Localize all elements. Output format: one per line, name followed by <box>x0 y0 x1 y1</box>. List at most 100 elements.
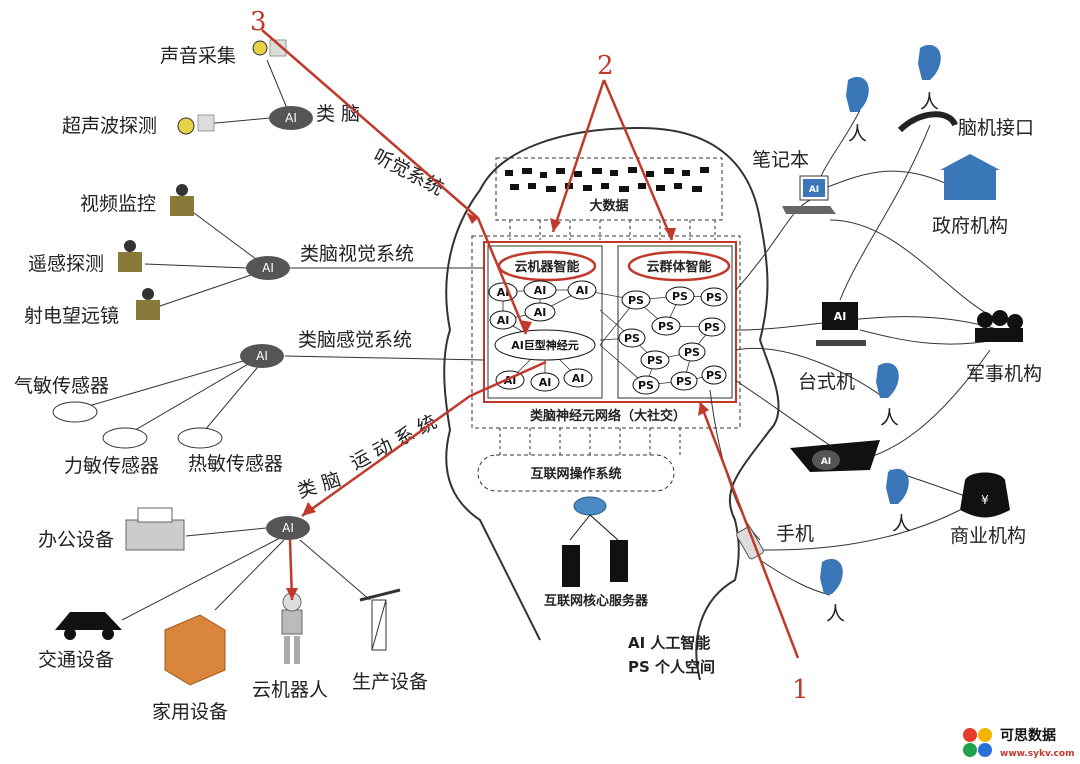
cloud-machine-box <box>487 245 603 399</box>
watermark-url: www.sykv.com <box>1000 749 1074 759</box>
microphone-icon <box>252 39 287 57</box>
cloud-machine-label: 云机器智能 <box>514 259 579 275</box>
ai-hearing-label: AI <box>285 111 297 125</box>
cloud-group-label: 云群体智能 <box>646 259 711 275</box>
link-sense-center <box>284 355 485 361</box>
ps-node: PS <box>638 379 654 392</box>
hearing-system-b: 听觉系统 <box>370 145 447 200</box>
legend-ps: PS 个人空间 <box>628 658 715 676</box>
bci-label: 脑机接口 <box>958 117 1034 139</box>
network-outer-box <box>471 235 741 429</box>
person-icon <box>820 558 843 594</box>
person-label: 人 <box>892 513 911 535</box>
ultrasound-label: 超声波探测 <box>62 115 157 137</box>
marker-3: 3 <box>250 7 267 37</box>
money-bag-icon: ¥ <box>960 472 1010 518</box>
bci-headband-icon <box>897 111 958 133</box>
motion-system-a: 类 脑 <box>295 468 344 503</box>
os-box <box>477 454 675 492</box>
ar-glasses-icon: AI <box>790 440 880 472</box>
heat-label: 热敏传感器 <box>188 453 283 475</box>
telescope-label: 射电望远镜 <box>24 305 119 327</box>
person-icon <box>918 44 941 80</box>
ps-node: PS <box>658 320 674 333</box>
camera-icon <box>118 240 142 272</box>
ai-vision-label: AI <box>262 261 274 275</box>
home-label: 家用设备 <box>152 701 228 723</box>
ai-label: AI <box>821 457 831 467</box>
force-sensor-shape <box>102 427 148 449</box>
robot-label: 云机器人 <box>252 679 328 701</box>
phone-label: 手机 <box>776 523 814 545</box>
desktop-label: 台式机 <box>798 371 855 393</box>
ps-node: PS <box>704 321 720 334</box>
os-connectors <box>499 428 681 455</box>
marker-2: 2 <box>597 51 614 81</box>
red-arrows <box>261 29 800 659</box>
oil-pump-icon <box>359 588 401 651</box>
camera-icon <box>170 184 194 216</box>
ai-hearing-node <box>269 106 313 130</box>
ai-label: AI <box>809 185 819 195</box>
hearing-system-a: 类 脑 <box>316 103 360 125</box>
servers-label: 互联网核心服务器 <box>544 593 649 609</box>
link-force <box>124 359 256 437</box>
ai-node: AI <box>576 284 589 297</box>
network-red-box <box>483 241 737 403</box>
ultrasound-icon <box>177 114 215 135</box>
bigdata-blocks <box>505 167 709 192</box>
head-silhouette <box>443 126 780 681</box>
os-label: 互联网操作系统 <box>530 466 621 482</box>
svg-text:¥: ¥ <box>981 493 989 507</box>
heat-sensor-shape <box>177 427 223 449</box>
gov-label: 政府机构 <box>932 215 1008 237</box>
core-servers-icon <box>562 496 628 587</box>
military-icon <box>975 310 1023 342</box>
person-label: 人 <box>826 603 845 625</box>
link-traffic <box>121 537 281 621</box>
bigdata-label: 大数据 <box>589 198 628 214</box>
watermark-name: 可思数据 <box>1000 727 1056 744</box>
ps-node: PS <box>672 290 688 303</box>
ai-sense-node <box>240 344 284 368</box>
person-label: 人 <box>880 407 899 429</box>
ai-motion-label: AI <box>282 521 294 535</box>
desktop-icon: AI <box>816 302 866 346</box>
ai-neuron-nodes: AI AI AI AI AI AI巨型神经元 AI AI AI <box>488 280 597 392</box>
bigdata-connectors <box>509 220 716 240</box>
person-icon <box>876 362 899 398</box>
office-label: 办公设备 <box>38 529 114 551</box>
ai-label: AI <box>834 310 847 323</box>
traffic-label: 交通设备 <box>38 649 114 671</box>
bigdata-box <box>495 157 723 221</box>
watermark-logo <box>963 728 992 757</box>
link-production <box>299 539 371 601</box>
gas-label: 气敏传感器 <box>14 375 109 397</box>
ai-node: AI <box>534 284 547 297</box>
motion-system-b: 运 动 系 统 <box>347 411 440 475</box>
ai-node: AI <box>539 376 552 389</box>
business-label: 商业机构 <box>950 525 1026 547</box>
link-home <box>214 539 285 611</box>
ps-node: PS <box>647 354 663 367</box>
ps-node: PS <box>706 369 722 382</box>
video-label: 视频监控 <box>80 193 156 215</box>
link-gas <box>74 355 261 411</box>
ai-sense-label: AI <box>256 349 268 363</box>
ai-node: AI <box>572 372 585 385</box>
military-label: 军事机构 <box>966 363 1042 385</box>
car-icon <box>55 612 122 640</box>
ps-node: PS <box>706 291 722 304</box>
sound-label: 声音采集 <box>160 45 236 67</box>
link-remote <box>144 263 248 269</box>
production-label: 生产设备 <box>352 671 428 693</box>
ps-node: PS <box>624 332 640 345</box>
gas-sensor-shape <box>52 401 98 423</box>
robot-icon <box>281 592 303 664</box>
ai-node: AI <box>534 306 547 319</box>
link-telescope <box>159 271 261 307</box>
ps-node: PS <box>684 346 700 359</box>
link-heat <box>199 361 263 437</box>
person-icons <box>820 44 941 594</box>
